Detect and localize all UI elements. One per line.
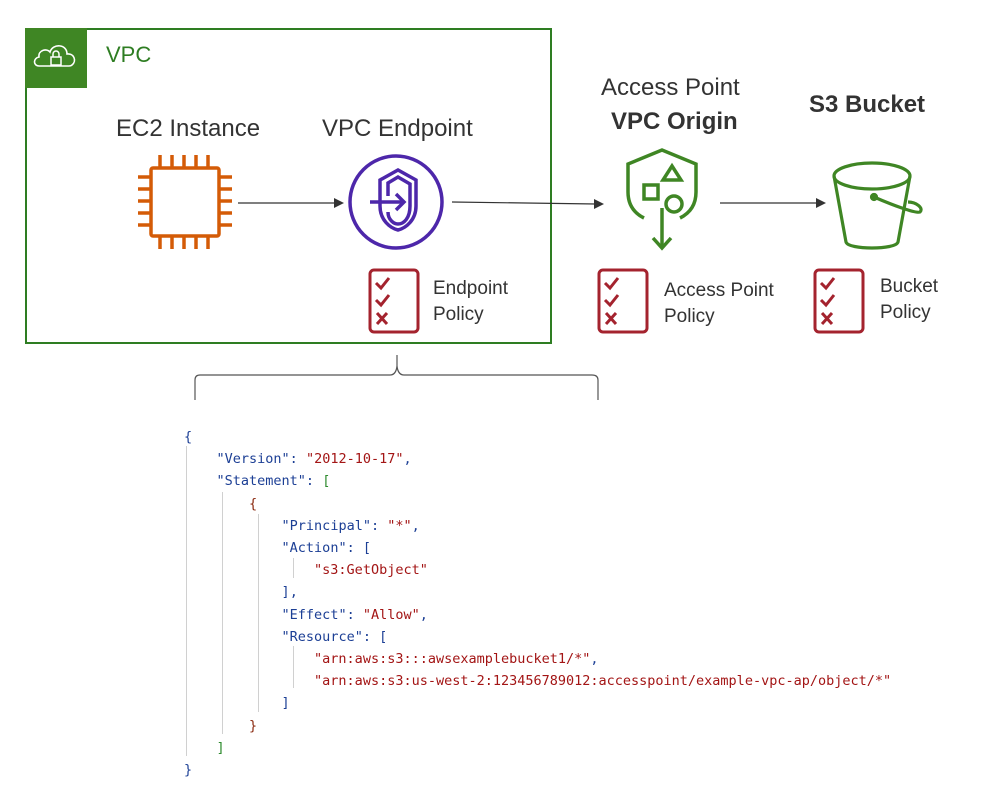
curly-brace xyxy=(194,355,599,400)
code-line: "arn:aws:s3:::awsexamplebucket1/*", xyxy=(314,651,599,668)
indent-guide xyxy=(186,446,187,756)
indent-guide xyxy=(293,558,294,578)
vpc-label: VPC xyxy=(106,42,152,67)
code-line: "Version": "2012-10-17", xyxy=(216,451,412,468)
code-line: ] xyxy=(216,739,225,756)
code-line: { xyxy=(249,495,258,512)
s3-bucket-icon xyxy=(832,161,923,250)
indent-guide xyxy=(293,646,294,688)
code-line: "Principal": "*", xyxy=(281,517,420,534)
endpoint-label: VPC Endpoint xyxy=(322,115,473,142)
access-point-shield-icon xyxy=(626,148,698,251)
code-line: ], xyxy=(281,584,298,601)
policy-json-code: { "Version": "2012-10-17", "Statement": … xyxy=(184,426,891,781)
bucket-label: S3 Bucket xyxy=(809,91,926,118)
code-line: "Action": [ xyxy=(281,540,371,557)
code-line: "Statement": [ xyxy=(216,473,331,490)
vpc-container xyxy=(25,28,552,344)
arrow-access-point-to-bucket xyxy=(720,198,826,208)
code-line: "Resource": [ xyxy=(281,628,388,645)
bucket-policy-icon xyxy=(813,268,865,334)
endpoint-policy-label: Endpoint Policy xyxy=(433,278,509,325)
indent-guide xyxy=(258,514,259,712)
indent-guide xyxy=(222,492,223,734)
arrow-endpoint-to-access-point xyxy=(451,199,604,209)
access-point-label-line1: Access Point xyxy=(601,74,740,101)
vpc-badge xyxy=(25,28,87,88)
code-line: { xyxy=(184,429,193,445)
code-line: } xyxy=(184,762,193,779)
access-point-policy-label: Access Point Policy xyxy=(664,280,774,327)
bucket-policy-label: Bucket Policy xyxy=(880,276,939,323)
access-point-label-line2: VPC Origin xyxy=(611,108,738,135)
ec2-label: EC2 Instance xyxy=(116,115,261,142)
cloud-lock-icon xyxy=(33,45,76,67)
access-point-policy-icon xyxy=(597,268,649,334)
endpoint-policy-icon xyxy=(368,268,420,334)
vpc-endpoint-shield-icon xyxy=(348,154,444,250)
code-line: "arn:aws:s3:us-west-2:123456789012:acces… xyxy=(314,673,892,690)
ec2-chip-icon xyxy=(138,155,232,249)
code-line: "s3:GetObject" xyxy=(314,562,428,579)
code-line: } xyxy=(249,717,258,734)
code-line: ] xyxy=(281,695,290,712)
code-line: "Effect": "Allow", xyxy=(281,606,428,623)
arrow-ec2-to-endpoint xyxy=(238,198,344,208)
